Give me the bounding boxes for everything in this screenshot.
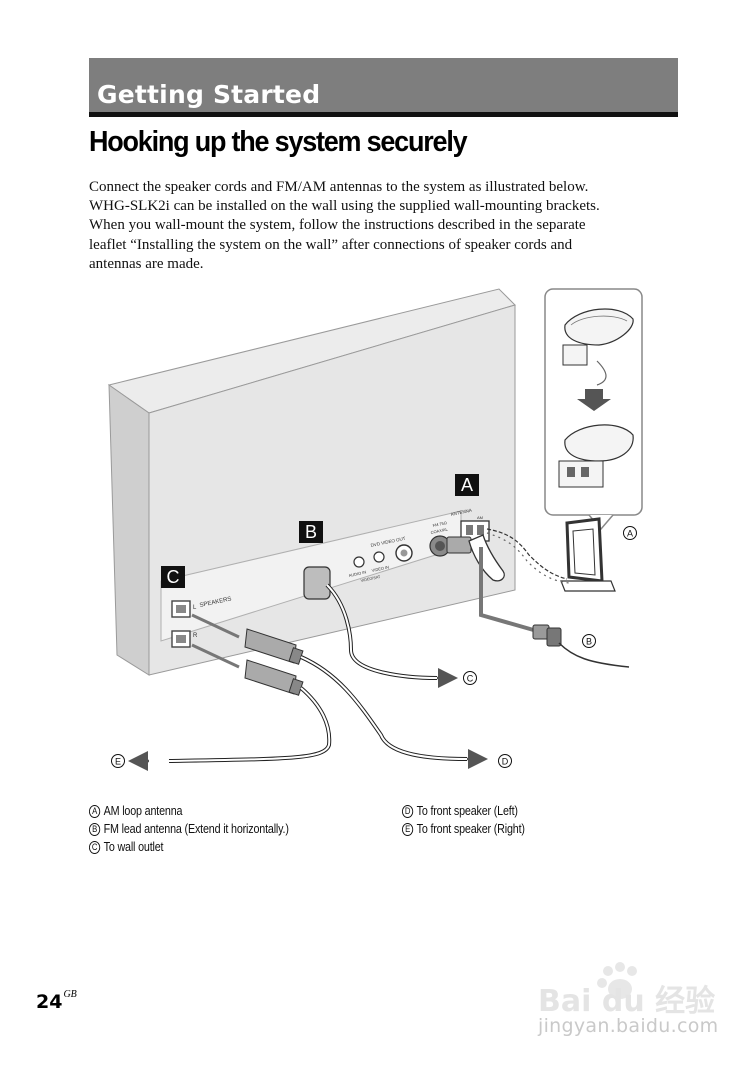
legend-text: AM loop antenna bbox=[103, 804, 183, 818]
legend-letter: C bbox=[89, 840, 101, 854]
legend-text: To front speaker (Left) bbox=[416, 804, 518, 818]
svg-text:D: D bbox=[502, 757, 509, 767]
svg-text:C: C bbox=[167, 567, 180, 587]
connection-diagram: C B A L SPEAKERS R DVD VIDEO OUT AUDIO I… bbox=[107, 288, 643, 771]
intro-paragraph: Connect the speaker cords and FM/AM ante… bbox=[89, 178, 669, 274]
svg-text:R: R bbox=[193, 633, 198, 639]
legend-item-c: C To wall outlet bbox=[89, 838, 289, 856]
callout-c: C bbox=[161, 566, 185, 588]
svg-text:A: A bbox=[461, 475, 473, 495]
label-d: D bbox=[498, 754, 512, 768]
fm-lead-antenna bbox=[479, 547, 630, 668]
power-cord bbox=[303, 566, 458, 688]
system-unit bbox=[107, 288, 516, 676]
svg-text:B: B bbox=[305, 522, 317, 542]
callout-b: B bbox=[299, 521, 323, 543]
page-number-value: 24 bbox=[36, 991, 63, 1013]
svg-text:VIDEO/SAT: VIDEO/SAT bbox=[360, 575, 381, 583]
legend-letter: A bbox=[89, 804, 101, 818]
legend-item-b: B FM lead antenna (Extend it horizontall… bbox=[89, 820, 289, 838]
page-title: Hooking up the system securely bbox=[89, 126, 468, 158]
video-jacks: DVD VIDEO OUT AUDIO IN VIDEO IN VIDEO/SA… bbox=[348, 536, 413, 583]
legend-text: To wall outlet bbox=[103, 840, 164, 854]
svg-text:AUDIO IN: AUDIO IN bbox=[348, 569, 367, 578]
svg-text:C: C bbox=[467, 674, 474, 684]
intro-line: Connect the speaker cords and FM/AM ante… bbox=[89, 179, 589, 195]
svg-text:ANTENNA: ANTENNA bbox=[450, 508, 472, 517]
svg-text:AM: AM bbox=[477, 515, 483, 520]
legend-text: FM lead antenna (Extend it horizontally.… bbox=[103, 822, 289, 836]
legend-item-e: E To front speaker (Right) bbox=[402, 820, 525, 838]
svg-text:FM 75Ω: FM 75Ω bbox=[432, 520, 447, 528]
svg-text:B: B bbox=[586, 637, 592, 647]
svg-text:Bai du 经验: Bai du 经验 bbox=[538, 984, 715, 1019]
legend-letter: D bbox=[402, 804, 414, 818]
svg-text:L: L bbox=[193, 605, 197, 611]
intro-line: WHG-SLK2i can be installed on the wall u… bbox=[89, 198, 600, 215]
intro-line: leaflet “Installing the system on the wa… bbox=[89, 236, 573, 253]
am-antenna-inset bbox=[544, 288, 643, 531]
page-number: 24GB bbox=[36, 988, 77, 1013]
intro-line: When you wall-mount the system, follow t… bbox=[89, 217, 586, 234]
svg-text:VIDEO IN: VIDEO IN bbox=[371, 564, 389, 573]
speaker-cords bbox=[128, 613, 488, 771]
section-banner: Getting Started bbox=[89, 58, 678, 117]
label-e: E bbox=[111, 754, 125, 768]
paw-icon bbox=[597, 962, 637, 999]
legend-item-d: D To front speaker (Left) bbox=[402, 802, 525, 820]
svg-text:COAXIAL: COAXIAL bbox=[430, 526, 449, 535]
intro-line: antennas are made. bbox=[89, 255, 204, 272]
svg-text:A: A bbox=[627, 529, 633, 539]
legend-right: D To front speaker (Left) E To front spe… bbox=[402, 802, 525, 838]
label-b: B bbox=[582, 634, 596, 648]
section-title: Getting Started bbox=[97, 80, 321, 109]
legend-left: A AM loop antenna B FM lead antenna (Ext… bbox=[89, 802, 289, 856]
baidu-watermark-url: jingyan.baidu.com bbox=[538, 1015, 719, 1037]
callout-a: A bbox=[455, 474, 479, 496]
am-loop-antenna bbox=[486, 517, 616, 592]
svg-text:E: E bbox=[115, 757, 121, 767]
baidu-watermark-logo: Bai du 经验 bbox=[538, 962, 715, 1019]
antenna-panel: ANTENNA FM 75Ω COAXIAL AM bbox=[429, 508, 505, 582]
page-number-suffix: GB bbox=[63, 988, 77, 1000]
label-a: A bbox=[623, 526, 637, 540]
label-c: C bbox=[463, 671, 477, 685]
legend-letter: B bbox=[89, 822, 101, 836]
legend-text: To front speaker (Right) bbox=[416, 822, 525, 836]
legend-letter: E bbox=[402, 822, 414, 836]
legend-item-a: A AM loop antenna bbox=[89, 802, 289, 820]
